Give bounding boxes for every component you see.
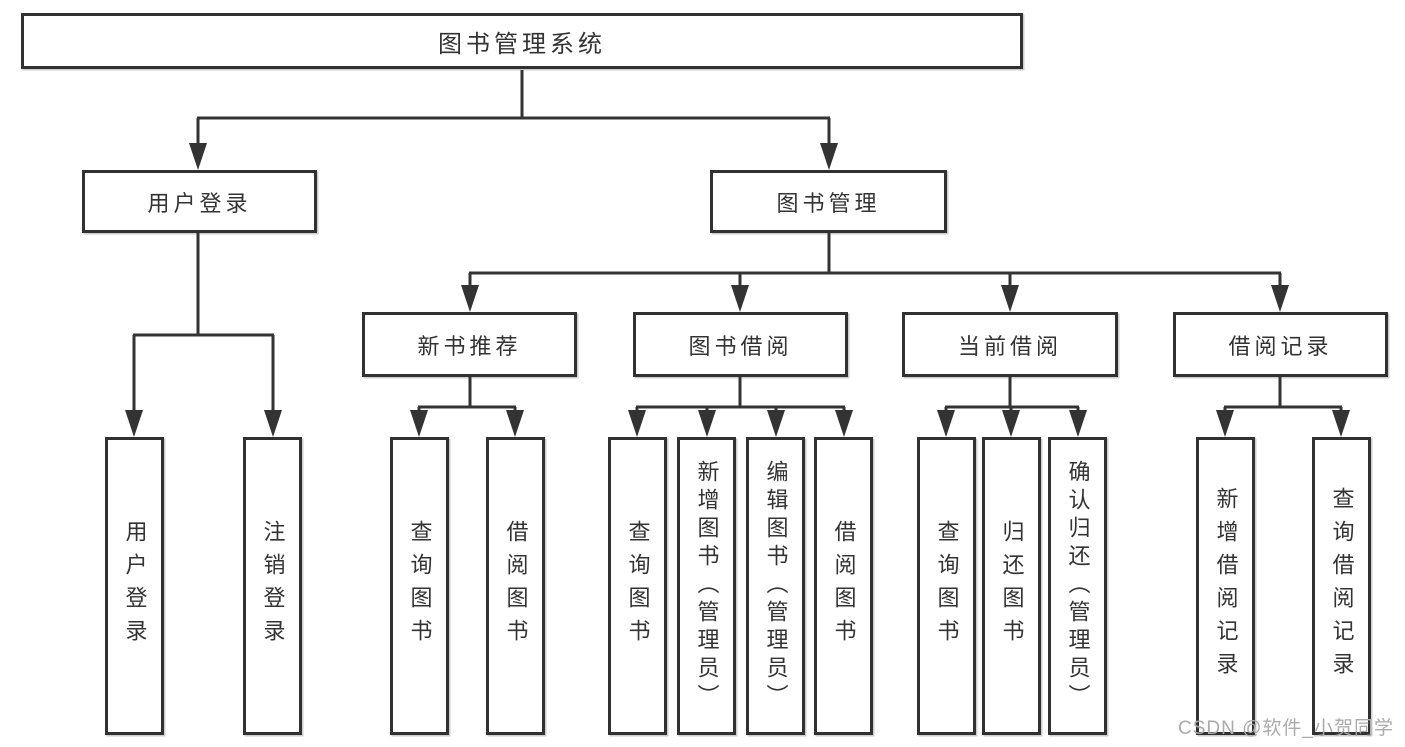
leaf-label: 新增图书（管理员） (694, 460, 720, 712)
arrow-icon (410, 410, 428, 437)
arrow-icon (698, 410, 716, 437)
arrow-icon (628, 410, 646, 437)
book-borrow-split-line (635, 377, 846, 417)
leaf-label: 查询借阅记录 (1329, 487, 1355, 685)
node-book-borrow: 图书借阅 (633, 312, 848, 377)
leaf-edit-books-admin: 编辑图书（管理员） (746, 437, 805, 735)
leaf-label: 确认归还（管理员） (1065, 460, 1091, 712)
arrow-icon (506, 410, 524, 437)
leaf-label: 新增借阅记录 (1213, 487, 1239, 685)
leaf-query-books-recommend: 查询图书 (390, 437, 449, 735)
arrow-icon (461, 285, 479, 312)
node-current-borrow: 当前借阅 (902, 312, 1118, 377)
leaf-label: 归还图书 (999, 520, 1025, 652)
leaf-confirm-return-admin: 确认归还（管理员） (1048, 437, 1107, 735)
arrow-icon (264, 410, 282, 437)
node-library-system: 图书管理系统 (21, 13, 1023, 69)
leaf-query-borrow-record: 查询借阅记录 (1312, 437, 1371, 735)
node-borrow-records: 借阅记录 (1173, 312, 1388, 377)
arrow-icon (820, 143, 838, 170)
leaf-label: 注销登录 (260, 520, 286, 652)
leaf-query-books-current: 查询图书 (917, 437, 976, 735)
node-label: 图书管理系统 (438, 30, 606, 58)
arrowheads (125, 143, 1350, 437)
user-login-split-line (132, 233, 275, 417)
arrow-icon (1069, 410, 1087, 437)
leaf-add-books-admin: 新增图书（管理员） (677, 437, 736, 735)
leaf-label: 借阅图书 (831, 520, 857, 652)
leaf-add-borrow-record: 新增借阅记录 (1196, 437, 1255, 735)
arrow-icon (1002, 410, 1020, 437)
arrow-icon (1001, 285, 1019, 312)
leaf-logout: 注销登录 (243, 437, 302, 735)
leaf-borrow-books-recommend: 借阅图书 (486, 437, 545, 735)
arrow-icon (767, 410, 785, 437)
leaf-label: 编辑图书（管理员） (763, 460, 789, 712)
leaf-label: 用户登录 (122, 520, 148, 652)
arrow-icon (731, 285, 749, 312)
new-book-split-line (417, 377, 517, 417)
node-label: 当前借阅 (957, 333, 1062, 359)
node-new-book-recommend: 新书推荐 (362, 312, 577, 377)
node-label: 图书借阅 (688, 333, 793, 359)
node-user-login-group: 用户登录 (82, 170, 317, 233)
arrow-icon (189, 143, 207, 170)
arrow-icon (937, 410, 955, 437)
leaf-query-books-borrow: 查询图书 (608, 437, 667, 735)
book-management-split-line (468, 233, 1282, 292)
leaf-borrow-books: 借阅图书 (814, 437, 873, 735)
leaf-label: 借阅图书 (503, 520, 529, 652)
node-label: 借阅记录 (1228, 333, 1333, 359)
arrow-icon (835, 410, 853, 437)
borrow-records-split-line (1223, 377, 1343, 417)
node-label: 新书推荐 (417, 333, 522, 359)
arrow-icon (125, 410, 143, 437)
leaf-label: 查询图书 (407, 520, 433, 652)
root-split-line (196, 70, 831, 150)
leaf-user-login: 用户登录 (105, 437, 164, 735)
leaf-label: 查询图书 (625, 520, 651, 652)
leaf-return-books: 归还图书 (982, 437, 1041, 735)
arrow-icon (1271, 285, 1289, 312)
watermark: CSDN @软件_小贺同学 (1178, 718, 1394, 739)
arrow-icon (1216, 410, 1234, 437)
arrow-icon (1332, 410, 1350, 437)
node-label: 用户登录 (147, 190, 252, 216)
node-book-management: 图书管理 (710, 170, 947, 233)
node-label: 图书管理 (776, 190, 881, 216)
leaf-label: 查询图书 (934, 520, 960, 652)
